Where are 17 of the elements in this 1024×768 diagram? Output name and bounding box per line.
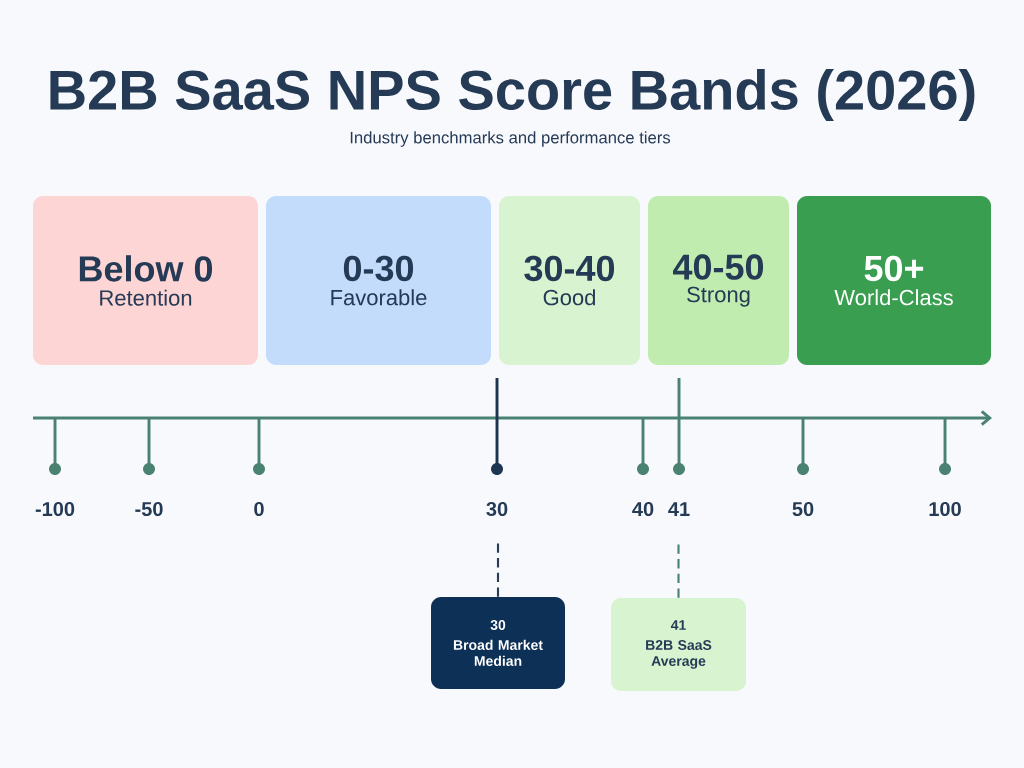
band-box: Below 0 Retention [33, 196, 258, 365]
callout-box: 41 B2B SaaS Average [611, 598, 746, 691]
callout-box: 30 Broad Market Median [431, 597, 565, 689]
subtitle: Industry benchmarks and performance tiers [350, 131, 671, 147]
tick-label: 40 [632, 501, 654, 517]
tick-label: 30 [486, 501, 508, 517]
band-box: 0-30 Favorable [266, 196, 491, 365]
tick-label: 50 [792, 501, 814, 517]
tick-label: 100 [929, 501, 961, 517]
tick-label: -100 [35, 501, 75, 517]
band-box: 40-50 Strong [648, 196, 789, 365]
title: B2B SaaS NPS Score Bands (2026) [50, 68, 975, 122]
band-box: 50+ World-Class [797, 196, 991, 365]
tick-label: 41 [668, 502, 690, 516]
tick-label: 0 [254, 501, 264, 517]
tick-label: -50 [135, 501, 163, 517]
band-box: 30-40 Good [499, 196, 640, 365]
